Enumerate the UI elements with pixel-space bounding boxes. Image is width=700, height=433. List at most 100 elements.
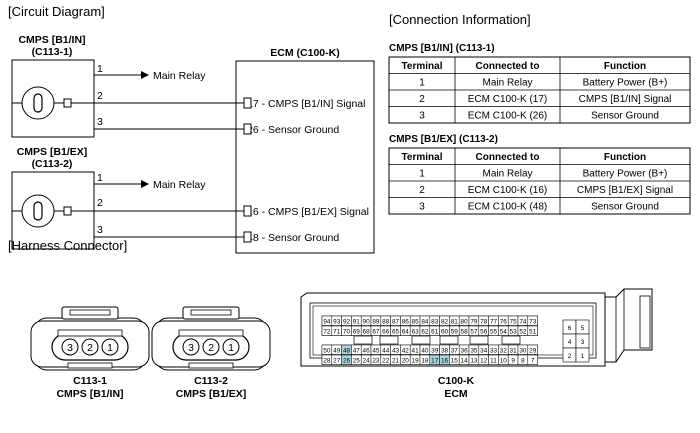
table-cell: Sensor Ground [591,111,659,122]
ecm-pin-number: 60 [441,328,449,335]
sensor1-pin-2: 2 [97,90,103,102]
ecm-pin-number: 67 [372,328,380,335]
ecm-pin-number: 61 [431,328,439,335]
ecm-pin-number: 48 [343,347,351,354]
ecm-pin-number: 88 [382,318,390,325]
sensor2-pin-3: 3 [97,224,103,236]
table-header: Terminal [402,61,443,72]
ecm-pin-number: 17 [431,357,439,364]
table-cell: ECM C100-K (48) [468,202,547,213]
ecm-pin-number: 52 [519,328,527,335]
ecm-pin-number: 57 [470,328,478,335]
plug-pin: 3 [188,342,194,354]
circuit-diagram: [Circuit Diagram] CMPS [B1/IN] (C113-1) … [8,4,375,254]
ecm-pin-number: 91 [353,318,361,325]
table-cell: 3 [419,111,425,122]
table-cell: Main Relay [482,78,532,89]
ecm-pin-number: 21 [392,357,400,364]
ecm-pin-number: 93 [333,318,341,325]
ecm-pin-17-label: 17 - CMPS [B1/IN] Signal [247,98,365,110]
ecm-latch-icon [605,288,653,363]
ecm-pin-cell [575,347,590,363]
ecm-pin-number: 44 [382,347,390,354]
ecm-pin-number: 81 [451,318,459,325]
ecm-pin-number: 78 [480,318,488,325]
ecm-pin-number: 87 [392,318,400,325]
ecm-pin-number: 33 [490,347,498,354]
ecm-pin-number: 20 [402,357,410,364]
c100-k-id: C100-K [438,375,475,387]
ecm-pin-number: 38 [441,347,449,354]
ecm-pin-number: 92 [343,318,351,325]
ecm-pin-cell [527,325,538,336]
ecm-pin-number: 23 [372,357,380,364]
ecm-pin-number: 13 [470,357,478,364]
ecm-pin-number: 5 [581,325,585,332]
ecm-pin-number: 73 [529,318,537,325]
ecm-pin-number: 85 [412,318,420,325]
ecm-pin-number: 82 [441,318,449,325]
sensor1-circle [21,86,55,120]
ecm-pin-number: 89 [372,318,380,325]
connection-heading: [Connection Information] [389,12,531,27]
table-cell: CMPS [B1/EX] Signal [577,185,673,196]
ecm-pin-number: 26 [343,357,351,364]
sensor2-pin-2: 2 [97,197,103,209]
ecm-pin-number: 51 [529,328,537,335]
ecm-pin-16-label: 16 - CMPS [B1/EX] Signal [247,206,369,218]
ecm-pin-number: 12 [480,357,488,364]
c113-1-id: C113-1 [73,375,107,387]
ecm-pin-number: 94 [323,318,331,325]
ecm-pin-number: 8 [521,357,525,364]
plug-pin: 2 [87,342,93,354]
ecm-pin-number: 14 [461,357,469,364]
ecm-pin-number: 42 [402,347,410,354]
sensor1-box [11,59,95,138]
sensor2-connector: (C113-2) [32,158,73,170]
sensor1-wire-1-label: Main Relay [153,70,206,82]
ecm-box [235,60,375,254]
c113-2-id: C113-2 [194,375,228,387]
ecm-pin-cell [527,344,538,355]
ecm-pin-number: 56 [480,328,488,335]
ecm-pin-number: 76 [500,318,508,325]
ecm-pin-number: 36 [461,347,469,354]
ecm-pin-cell [527,354,538,365]
ecm-pin-number: 11 [490,357,497,364]
ecm-pin-number: 47 [353,347,361,354]
connection-information: [Connection Information] CMPS [B1/IN] (C… [388,12,691,215]
sensor1-terminal-icon [63,98,72,108]
ecm-pin-number: 64 [402,328,410,335]
ecm-pin-number: 84 [421,318,429,325]
ecm-pin-number: 25 [353,357,361,364]
ecm-pin-number: 53 [510,328,518,335]
ecm-pin-number: 35 [470,347,478,354]
plug-pin: 1 [228,342,234,354]
ecm-pin-number: 10 [500,357,508,364]
ecm-pin-number: 15 [451,357,459,364]
sensor1-pin-3: 3 [97,116,103,128]
ecm-pin-number: 80 [461,318,469,325]
ecm-pin-number: 54 [500,328,508,335]
ecm-pin-number: 24 [363,357,371,364]
harness-heading: [Harness Connector] [8,238,127,253]
ecm-pin-number: 19 [412,357,420,364]
table-cell: 1 [419,78,425,89]
ecm-pin-number: 65 [392,328,400,335]
ecm-pin-number: 86 [402,318,410,325]
plug-pin: 2 [208,342,214,354]
ecm-pin-number: 32 [500,347,508,354]
ecm-pin-number: 90 [363,318,371,325]
table-cell: CMPS [B1/IN] Signal [579,94,672,105]
ecm-pin-number: 7 [531,357,535,364]
ecm-pin-number: 68 [363,328,371,335]
c113-2-name: CMPS [B1/EX] [176,388,247,400]
ecm-pin-number: 75 [510,318,518,325]
table-title: CMPS [B1/EX] (C113-2) [389,134,498,145]
ecm-pin-number: 58 [461,328,469,335]
sensor2-circle [21,194,55,228]
ecm-pin-number: 74 [519,318,527,325]
